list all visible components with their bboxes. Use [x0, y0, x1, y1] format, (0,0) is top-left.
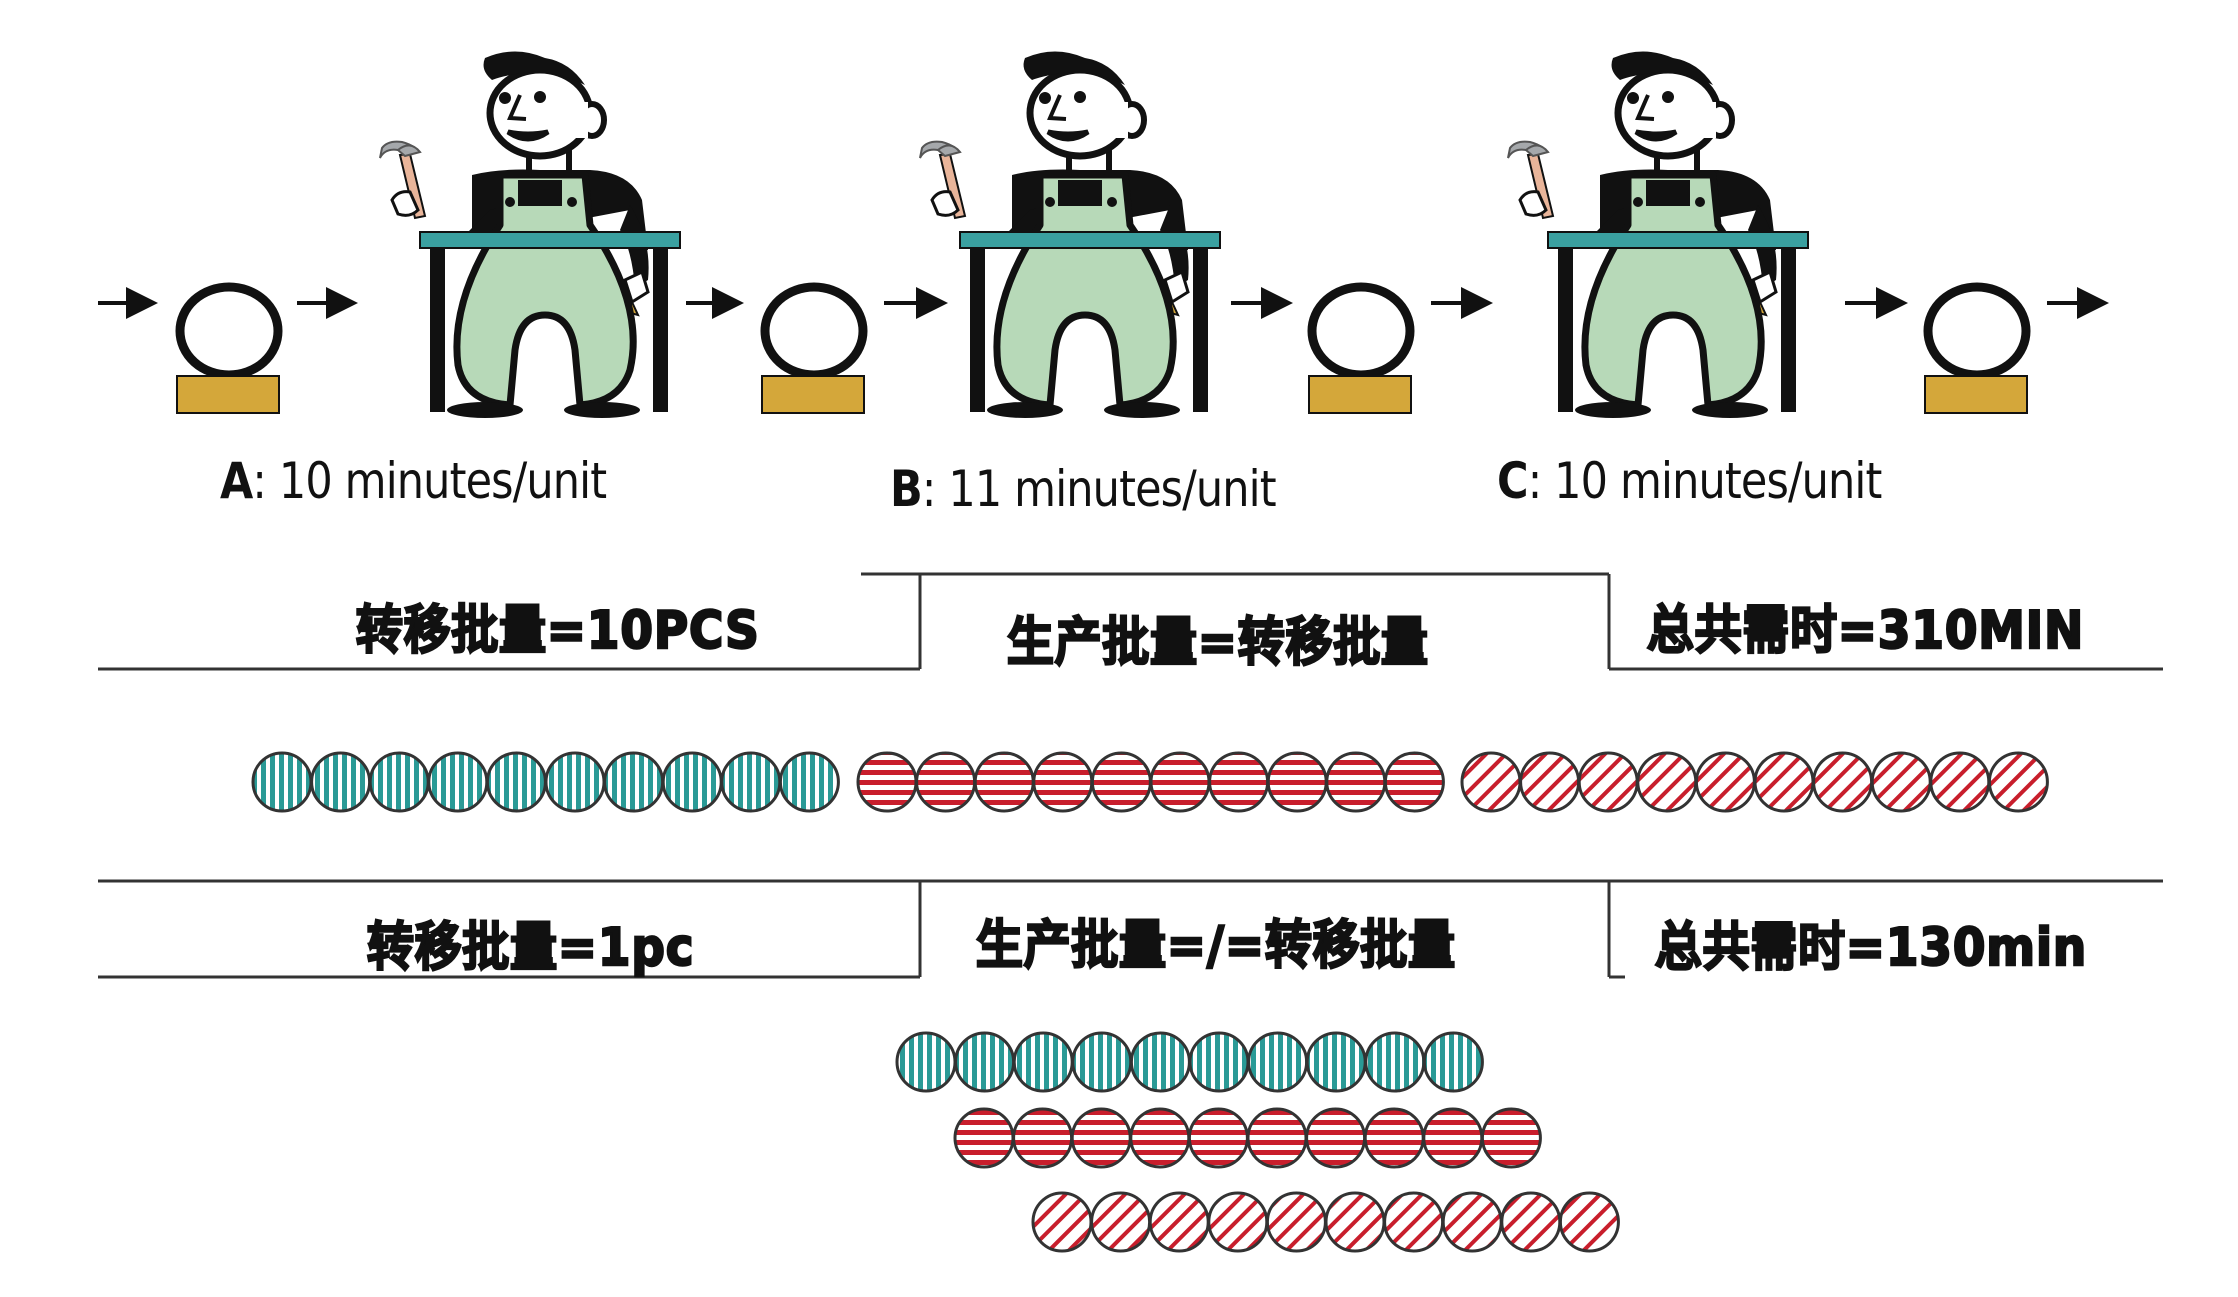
bead-a-10: [778, 751, 840, 813]
bead-b-1: [856, 751, 918, 813]
scenario-2-header-frame: [98, 879, 2163, 979]
bead-c-3: [1148, 1191, 1210, 1253]
bead-b-7: [1305, 1107, 1367, 1169]
bead-a-7: [603, 751, 665, 813]
bead-a-7: [1247, 1031, 1309, 1093]
bead-b-9: [1325, 751, 1387, 813]
buffer-station-4: [1925, 287, 2027, 413]
bead-c-4: [1207, 1191, 1269, 1253]
bead-a-10: [1422, 1031, 1484, 1093]
bead-row-b: [856, 751, 1445, 813]
bead-b-4: [1032, 751, 1094, 813]
scenario-1-header-frame: [98, 572, 2163, 671]
bead-c-7: [1812, 751, 1874, 813]
station-b-label: B: [890, 460, 923, 518]
bead-b-4: [1129, 1107, 1191, 1169]
worker-b-illustration: [920, 52, 1220, 419]
bead-a-4: [427, 751, 489, 813]
bead-a-3: [368, 751, 430, 813]
bead-b-8: [1363, 1107, 1425, 1169]
bead-b-10: [1480, 1107, 1542, 1169]
bead-b-3: [973, 751, 1035, 813]
scenario-1-bead-rows: [251, 751, 2049, 813]
station-a-rate: 10 minutes/unit: [278, 452, 607, 510]
bead-b-6: [1149, 751, 1211, 813]
bead-c-8: [1870, 751, 1932, 813]
scenario-2-total-time: 总共需时=130min: [1654, 917, 2088, 980]
bead-b-5: [1187, 1107, 1249, 1169]
station-b-caption: B: 11 minutes/unit: [890, 460, 1277, 518]
bead-b-6: [1246, 1107, 1308, 1169]
bead-c-7: [1383, 1191, 1445, 1253]
bead-a-5: [485, 751, 547, 813]
bead-c-2: [1519, 751, 1581, 813]
bead-b-10: [1383, 751, 1445, 813]
bead-a-8: [1305, 1031, 1367, 1093]
bead-row-c: [1460, 751, 2049, 813]
bead-row-c: [1031, 1191, 1620, 1253]
bead-a-1: [895, 1031, 957, 1093]
bead-c-1: [1460, 751, 1522, 813]
worker-a-illustration: [380, 52, 680, 419]
bead-b-8: [1266, 751, 1328, 813]
bead-a-6: [544, 751, 606, 813]
bead-a-1: [251, 751, 313, 813]
bead-c-8: [1441, 1191, 1503, 1253]
station-c-rate: 10 minutes/unit: [1554, 452, 1882, 510]
scenario-2-bead-rows: [895, 1031, 1620, 1253]
bead-c-4: [1636, 751, 1698, 813]
station-a-label: A: [220, 452, 253, 510]
bead-c-9: [1500, 1191, 1562, 1253]
bead-a-3: [1012, 1031, 1074, 1093]
bead-a-2: [954, 1031, 1016, 1093]
bead-c-5: [1694, 751, 1756, 813]
bead-a-6: [1188, 1031, 1250, 1093]
bead-a-4: [1071, 1031, 1133, 1093]
buffer-station-3: [1309, 287, 1411, 413]
bead-row-a: [251, 751, 840, 813]
bead-a-9: [1364, 1031, 1426, 1093]
bead-c-9: [1929, 751, 1991, 813]
scenario-1-total-time: 总共需时=310MIN: [1646, 600, 2085, 663]
bead-b-5: [1090, 751, 1152, 813]
bead-b-2: [1012, 1107, 1074, 1169]
bead-a-9: [720, 751, 782, 813]
bead-b-9: [1422, 1107, 1484, 1169]
station-c-label: C: [1497, 452, 1529, 510]
bead-c-1: [1031, 1191, 1093, 1253]
bead-b-2: [915, 751, 977, 813]
bead-c-6: [1753, 751, 1815, 813]
bead-a-5: [1129, 1031, 1191, 1093]
worker-c-illustration: [1508, 52, 1808, 419]
bead-b-7: [1208, 751, 1270, 813]
bead-a-8: [661, 751, 723, 813]
buffer-station-2: [762, 287, 864, 413]
bead-c-6: [1324, 1191, 1386, 1253]
bead-c-10: [1987, 751, 2049, 813]
bead-c-2: [1090, 1191, 1152, 1253]
station-b-rate: 11 minutes/unit: [948, 460, 1276, 518]
scenario-1-relation: 生产批量=转移批量: [1006, 612, 1429, 675]
scenario-2-relation: 生产批量=/=转移批量: [975, 915, 1456, 978]
bead-c-3: [1577, 751, 1639, 813]
bead-a-2: [310, 751, 372, 813]
station-c-caption: C: 10 minutes/unit: [1497, 452, 1882, 510]
scenario-1-transfer-batch: 转移批量=10PCS: [355, 600, 760, 663]
buffer-station-1: [177, 287, 279, 413]
bead-c-5: [1265, 1191, 1327, 1253]
scenario-2-transfer-batch: 转移批量=1pc: [366, 917, 695, 980]
bead-row-a: [895, 1031, 1484, 1093]
bead-c-10: [1558, 1191, 1620, 1253]
station-a-caption: A: 10 minutes/unit: [220, 452, 607, 510]
bead-b-1: [953, 1107, 1015, 1169]
bead-row-b: [953, 1107, 1542, 1169]
bead-b-3: [1070, 1107, 1132, 1169]
